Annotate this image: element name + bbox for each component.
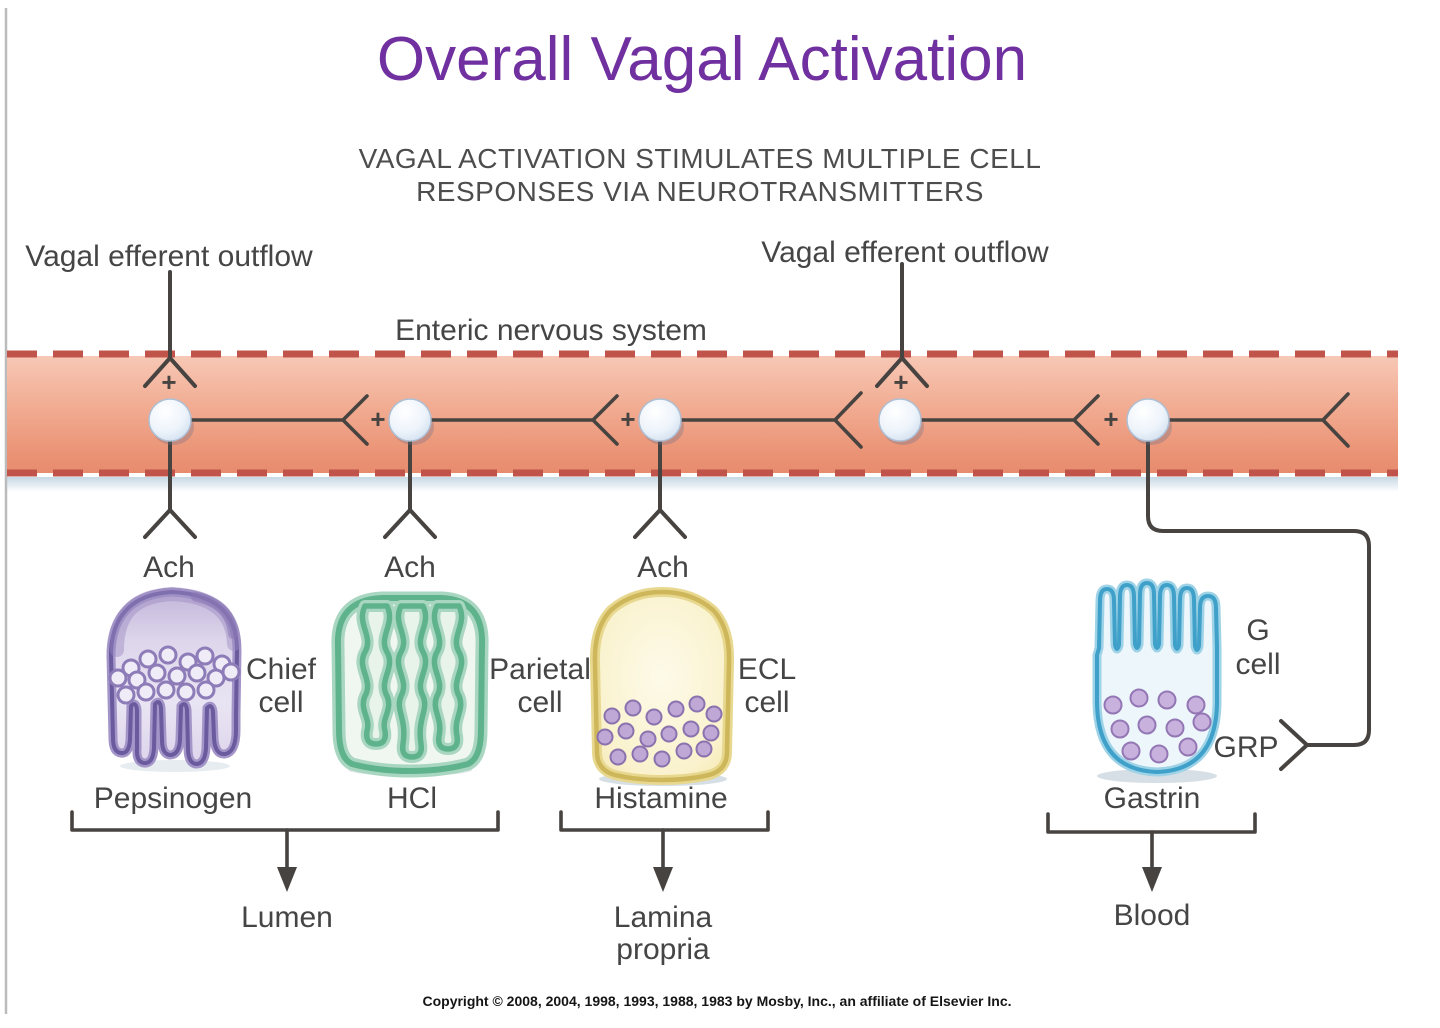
chief-cell-label-line2: cell — [258, 686, 303, 719]
chief-cell-illustration — [106, 586, 242, 772]
blood-bracket — [1046, 812, 1257, 834]
ecl-cell-granules — [596, 695, 723, 768]
neuron-soma-1 — [148, 398, 194, 445]
neuron-soma-2 — [388, 398, 434, 445]
lamina-propria-label-line1: Lamina — [614, 901, 713, 934]
vagal-fiber-left — [143, 270, 197, 388]
g-cell-granules — [1103, 688, 1212, 764]
hcl-label: HCl — [387, 782, 437, 815]
subtitle-line-1: VAGAL ACTIVATION STIMULATES MULTIPLE CEL… — [359, 143, 1042, 174]
subtitle-line-2: RESPONSES VIA NEUROTRANSMITTERS — [416, 176, 984, 207]
plus-sign: + — [893, 367, 908, 397]
enteric-neuron-chain-wires — [189, 391, 1350, 449]
parietal-cell-label-line2: cell — [517, 686, 562, 719]
neuron-soma-4 — [878, 398, 924, 445]
parietal-canaliculi — [356, 600, 468, 763]
blood-label: Blood — [1114, 899, 1191, 932]
descending-axons — [143, 439, 1371, 771]
ecl-cell-illustration — [589, 587, 735, 786]
axon-to-ecl-cell — [633, 439, 687, 539]
enteric-band — [7, 350, 1398, 492]
histamine-label: Histamine — [594, 782, 727, 815]
g-cell-label-line2: cell — [1235, 648, 1280, 681]
copyright-notice: Copyright © 2008, 2004, 1998, 1993, 1988… — [422, 993, 1011, 1009]
axon-to-parietal-cell — [383, 439, 437, 539]
axon-to-chief-cell — [143, 439, 197, 539]
lumen-label: Lumen — [241, 901, 333, 934]
page-title: Overall Vagal Activation — [377, 25, 1027, 94]
vagal-efferent-outflow-left-label: Vagal efferent outflow — [25, 240, 313, 273]
grp-label: GRP — [1213, 731, 1278, 764]
ach-label-3: Ach — [637, 551, 689, 584]
neuron-soma-5 — [1126, 398, 1172, 445]
plus-sign: + — [370, 404, 385, 434]
g-cell-label-line1: G — [1246, 614, 1269, 647]
parietal-cell-label-line1: Parietal — [489, 653, 591, 686]
secretion-brackets — [70, 810, 1257, 892]
plus-sign: + — [620, 404, 635, 434]
ecl-cell-label-line1: ECL — [738, 653, 796, 686]
ach-label-1: Ach — [143, 551, 195, 584]
pepsinogen-label: Pepsinogen — [94, 782, 252, 815]
chief-cell-granules — [108, 645, 241, 705]
plus-sign: + — [161, 367, 176, 397]
g-cell-illustration — [1092, 578, 1222, 783]
enteric-band-fill — [7, 356, 1398, 473]
lumen-arrowhead — [277, 867, 297, 892]
gastrin-label: Gastrin — [1104, 782, 1201, 815]
vagal-efferent-outflow-right-label: Vagal efferent outflow — [761, 236, 1049, 269]
lamina-arrowhead — [653, 867, 673, 892]
enteric-nervous-system-label: Enteric nervous system — [395, 314, 707, 347]
chief-cell-label-line1: Chief — [246, 653, 317, 686]
lamina-propria-label-line2: propria — [616, 933, 710, 966]
axon-to-g-cell-grp — [1146, 439, 1371, 771]
blood-arrowhead — [1142, 867, 1162, 892]
parietal-cell-illustration — [331, 591, 489, 778]
plus-sign: + — [1103, 404, 1118, 434]
ach-label-2: Ach — [384, 551, 436, 584]
enteric-band-shadow — [7, 477, 1398, 492]
lumen-bracket — [70, 810, 500, 832]
vagal-fiber-right — [875, 262, 929, 388]
enteric-neuron-somas — [148, 398, 1172, 445]
neuron-soma-3 — [638, 398, 684, 445]
ecl-cell-label-line2: cell — [744, 686, 789, 719]
